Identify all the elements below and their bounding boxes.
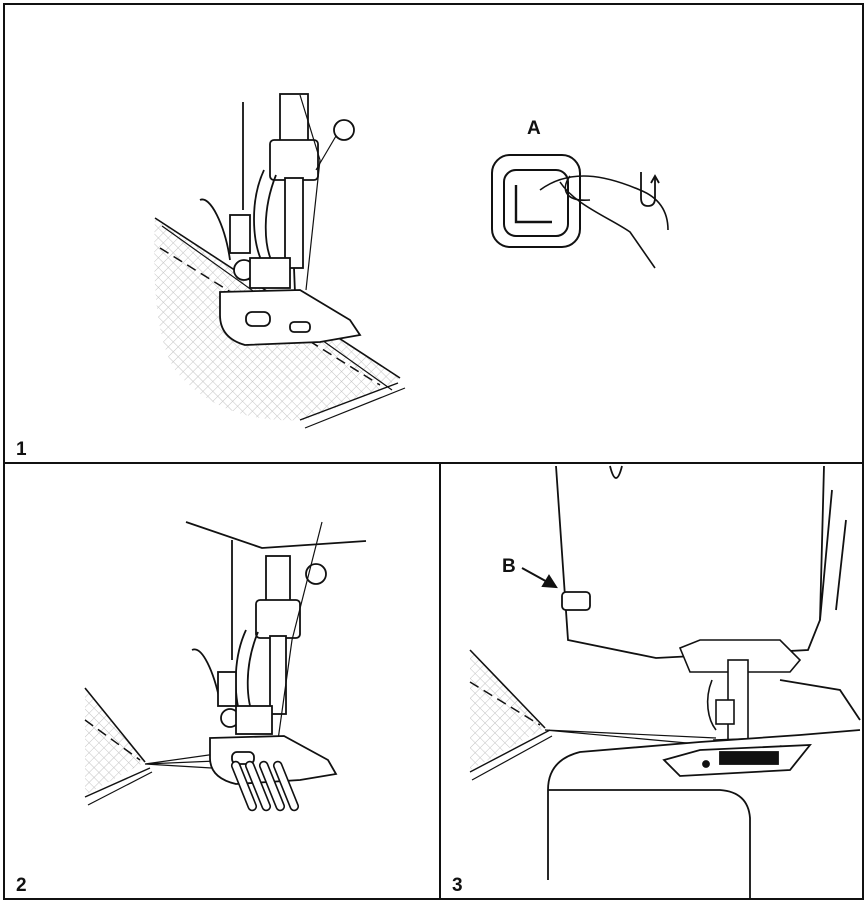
callout-label-b: B bbox=[502, 556, 516, 577]
needle-assembly-1 bbox=[199, 93, 362, 346]
machine-head-3 bbox=[555, 465, 847, 659]
fabric-swatch-3 bbox=[469, 649, 721, 781]
panel-number-3: 3 bbox=[452, 875, 463, 896]
panel-number-2: 2 bbox=[16, 875, 27, 896]
machine-bed bbox=[547, 679, 861, 899]
panel-3: B 3 bbox=[452, 465, 861, 899]
panel-number-1: 1 bbox=[16, 439, 27, 460]
reverse-arrow-icon bbox=[640, 172, 660, 207]
panel-1: A 1 bbox=[16, 93, 669, 460]
feed-dogs bbox=[230, 760, 300, 812]
reverse-button-inset bbox=[491, 154, 669, 269]
panel-frame bbox=[3, 3, 864, 900]
callout-pointer-b bbox=[521, 567, 558, 589]
needle-assembly-2 bbox=[191, 521, 338, 785]
callout-label-a: A bbox=[527, 118, 541, 139]
machine-head-2 bbox=[185, 521, 367, 660]
panel-2: 2 bbox=[16, 521, 367, 896]
